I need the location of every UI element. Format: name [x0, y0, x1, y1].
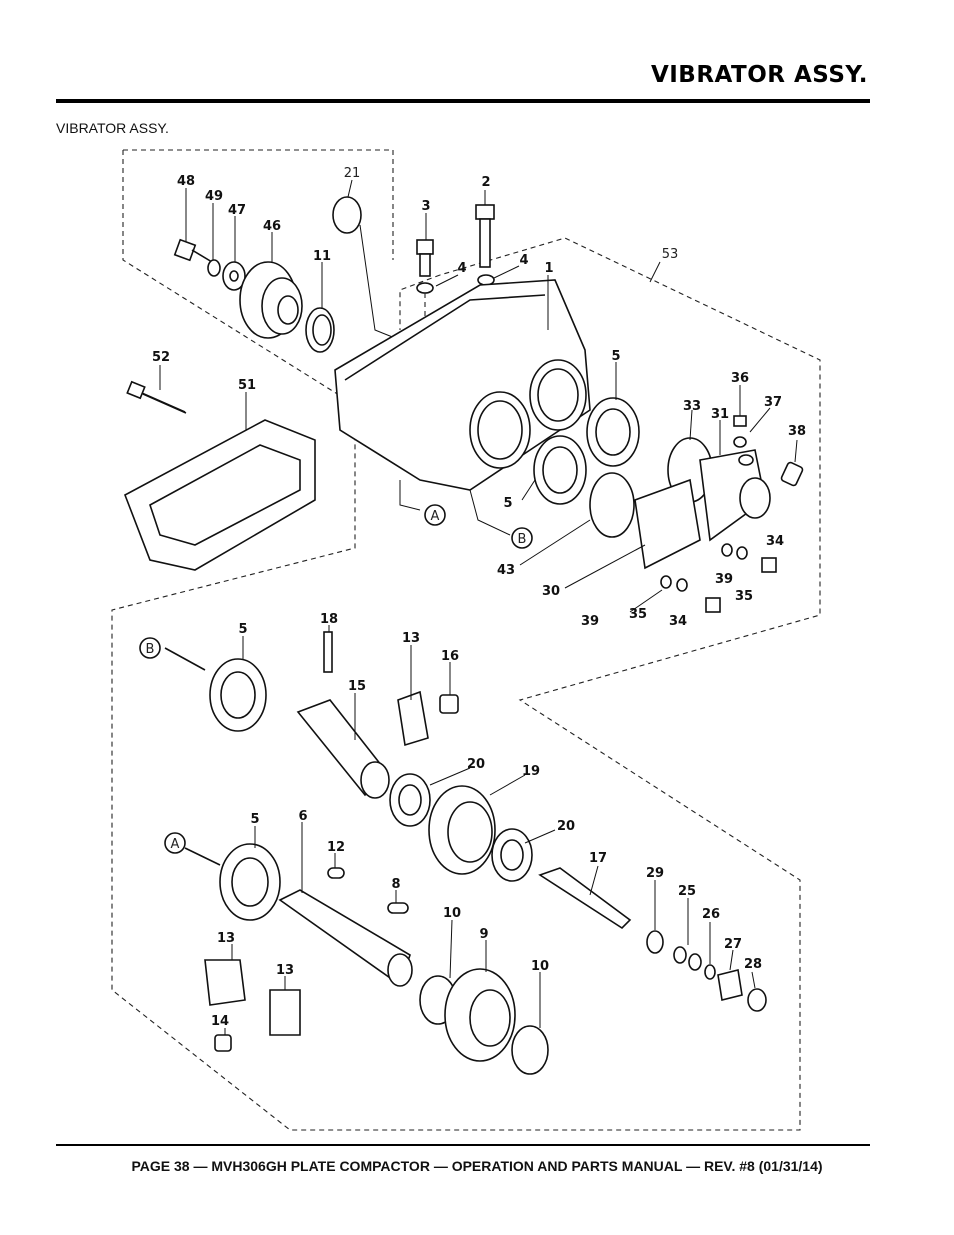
- callout-3: 3: [421, 199, 430, 214]
- callout-13-upper: 13: [402, 631, 420, 646]
- reference-markers: A B B A: [139, 504, 533, 854]
- callout-46: 46: [263, 219, 281, 234]
- ref-b-lower: B: [146, 642, 155, 657]
- callout-4-right: 4: [519, 253, 528, 268]
- callout-2: 2: [481, 175, 490, 190]
- callout-13-right: 13: [276, 963, 294, 978]
- callout-5-lower-a: 5: [250, 812, 259, 827]
- callout-53: 53: [662, 247, 679, 262]
- page-footer: PAGE 38 — MVH306GH PLATE COMPACTOR — OPE…: [131, 1158, 823, 1174]
- callout-1: 1: [544, 261, 553, 276]
- callout-5-upper: 5: [611, 349, 620, 364]
- pulley-group: [173, 188, 335, 353]
- upper-shaft-group: [164, 625, 632, 930]
- callout-20-lower: 20: [557, 819, 575, 834]
- callout-33: 33: [683, 399, 701, 414]
- callout-13-left: 13: [217, 931, 235, 946]
- callout-19: 19: [522, 764, 540, 779]
- callout-11: 11: [313, 249, 331, 264]
- ref-b-upper: B: [518, 532, 527, 547]
- callout-25: 25: [678, 884, 696, 899]
- callout-8: 8: [391, 877, 400, 892]
- callout-labels: 48 49 47 46 21 11 2 3 4 4 1 53 52 51 5 5…: [152, 166, 806, 1029]
- callout-26: 26: [702, 907, 720, 922]
- callout-51: 51: [238, 378, 256, 393]
- callout-48: 48: [177, 174, 195, 189]
- callout-39-right: 39: [715, 572, 733, 587]
- page-title: VIBRATOR ASSY.: [650, 62, 868, 88]
- callout-36: 36: [731, 371, 749, 386]
- cap-21: [332, 179, 401, 341]
- callout-18: 18: [320, 612, 338, 627]
- lower-shaft-group: [184, 822, 549, 1075]
- housing-1: [334, 275, 591, 536]
- belt-cover-51: [123, 365, 316, 571]
- callout-6: 6: [298, 809, 307, 824]
- callout-21: 21: [344, 166, 361, 181]
- callout-34-right: 34: [766, 534, 784, 549]
- callout-31: 31: [711, 407, 729, 422]
- callout-34-left: 34: [669, 614, 687, 629]
- callout-35-right: 35: [735, 589, 753, 604]
- callout-16: 16: [441, 649, 459, 664]
- callout-43: 43: [497, 563, 515, 578]
- callout-9: 9: [479, 927, 488, 942]
- callout-52: 52: [152, 350, 170, 365]
- section-subtitle: VIBRATOR ASSY.: [56, 120, 169, 136]
- ref-a-upper: A: [431, 509, 440, 524]
- callout-29: 29: [646, 866, 664, 881]
- callout-4-left: 4: [457, 261, 466, 276]
- callout-10-right: 10: [531, 959, 549, 974]
- callout-30: 30: [542, 584, 560, 599]
- callout-14: 14: [211, 1014, 229, 1029]
- right-upper-group: [519, 362, 771, 589]
- callout-5-lower-b: 5: [238, 622, 247, 637]
- ref-a-lower: A: [171, 837, 180, 852]
- callout-35-left: 35: [629, 607, 647, 622]
- callout-28: 28: [744, 957, 762, 972]
- callout-17: 17: [589, 851, 607, 866]
- small-parts-group: [646, 880, 767, 1012]
- callout-10-left: 10: [443, 906, 461, 921]
- callout-15: 15: [348, 679, 366, 694]
- footer-rule: [56, 1144, 870, 1146]
- callout-39-left: 39: [581, 614, 599, 629]
- callout-38: 38: [788, 424, 806, 439]
- fittings-group: [629, 385, 804, 613]
- callout-5-mid: 5: [503, 496, 512, 511]
- callout-20-upper: 20: [467, 757, 485, 772]
- callout-37: 37: [764, 395, 782, 410]
- callout-47: 47: [228, 203, 246, 218]
- header-rule: [56, 99, 870, 103]
- callout-49: 49: [205, 189, 223, 204]
- callout-12: 12: [327, 840, 345, 855]
- callout-27: 27: [724, 937, 742, 952]
